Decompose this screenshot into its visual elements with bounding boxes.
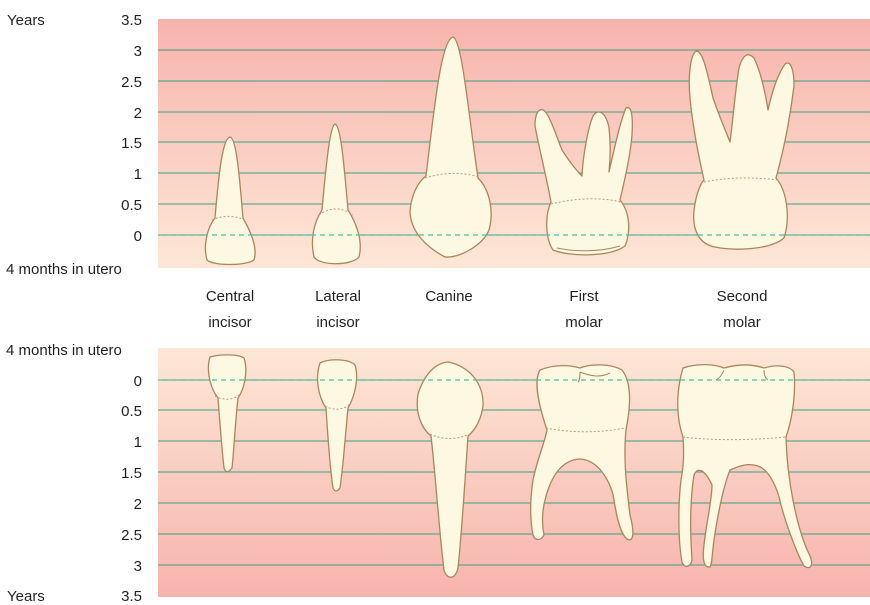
lower-tick-2-5: 2.5 [121, 527, 142, 544]
lower-axis-top-label: 4 months in utero [6, 342, 122, 359]
tooth-label-central-incisor-line1: Central [206, 288, 254, 305]
tooth-label-central-incisor-line2: incisor [208, 314, 251, 331]
upper-tick-0-5: 0.5 [121, 197, 142, 214]
upper-second-molar [689, 51, 794, 249]
upper-tick-2: 2 [134, 105, 142, 122]
tooth-label-lateral-incisor-line1: Lateral [315, 288, 361, 305]
lower-tick-3-5: 3.5 [121, 588, 142, 605]
lower-tick-2: 2 [134, 496, 142, 513]
lower-tick-0: 0 [134, 373, 142, 390]
upper-tick-3-5: 3.5 [121, 12, 142, 29]
upper-tick-1: 1 [134, 166, 142, 183]
lower-tick-1-5: 1.5 [121, 465, 142, 482]
tooth-label-lateral-incisor-line2: incisor [316, 314, 359, 331]
lower-tick-3: 3 [134, 558, 142, 575]
upper-tick-2-5: 2.5 [121, 74, 142, 91]
upper-tick-3: 3 [134, 43, 142, 60]
lower-axis-unit-label: Years [7, 588, 45, 605]
lower-panel [158, 348, 870, 597]
lower-tick-0-5: 0.5 [121, 403, 142, 420]
upper-tick-1-5: 1.5 [121, 135, 142, 152]
tooth-labels: Central incisor Lateral incisor Canine F… [206, 288, 768, 331]
tooth-label-first-molar-line2: molar [565, 314, 603, 331]
upper-panel [158, 19, 870, 268]
upper-tick-0: 0 [134, 228, 142, 245]
tooth-label-second-molar-line1: Second [717, 288, 768, 305]
tooth-label-first-molar-line1: First [569, 288, 599, 305]
tooth-label-canine: Canine [425, 288, 473, 305]
tooth-label-second-molar-line2: molar [723, 314, 761, 331]
lower-axis: 4 months in utero 0 0.5 1 1.5 2 2.5 3 3.… [6, 342, 142, 605]
upper-axis: Years 3.5 3 2.5 2 1.5 1 0.5 0 4 months i… [6, 12, 142, 278]
upper-axis-unit-label: Years [7, 12, 45, 29]
lower-tick-1: 1 [134, 434, 142, 451]
upper-axis-bottom-label: 4 months in utero [6, 261, 122, 278]
